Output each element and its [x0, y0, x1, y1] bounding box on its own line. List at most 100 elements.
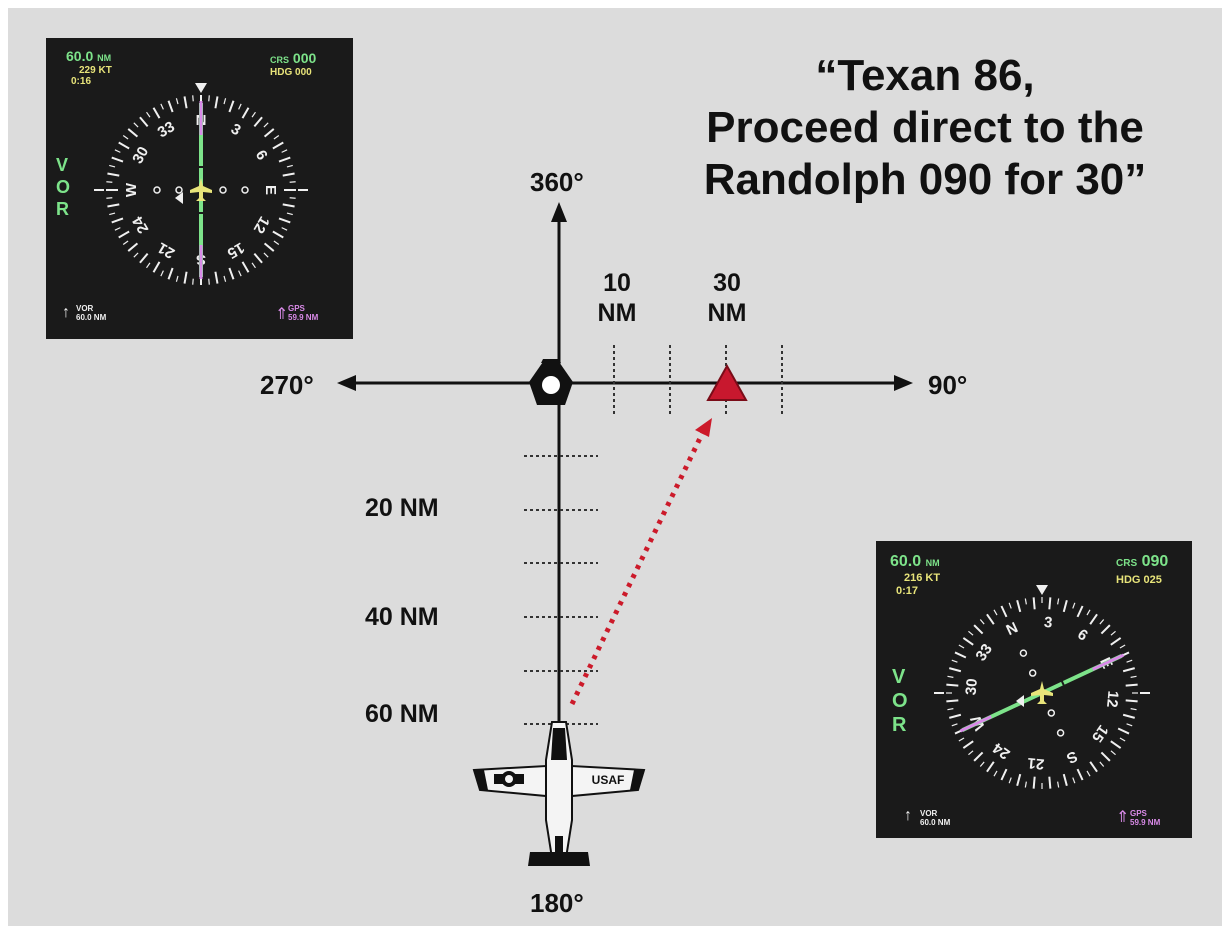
compass-tick	[962, 740, 974, 749]
compass-tick	[993, 609, 998, 616]
compass-tick	[1122, 667, 1135, 673]
south-range-label: 60 NM	[365, 700, 439, 728]
compass-label: 33	[972, 641, 995, 664]
speed-value: 229	[79, 65, 96, 76]
compass-tick	[183, 96, 188, 109]
compass-tick	[1057, 598, 1060, 605]
compass-tick	[1016, 773, 1022, 786]
compass-tick	[1125, 683, 1138, 687]
compass-tick	[139, 116, 149, 128]
compass-tick	[133, 252, 139, 258]
bearing2-pointer-icon: ⇑	[275, 306, 289, 323]
compass-tick	[238, 103, 242, 110]
compass-tick	[122, 135, 129, 140]
compass-tick	[1048, 597, 1052, 610]
compass-label: 15	[1088, 722, 1111, 745]
speed-unit: KT	[98, 65, 112, 76]
compass-tick	[278, 217, 291, 224]
nav-source-letter: R	[56, 199, 69, 219]
compass-tick	[993, 770, 998, 777]
compass-tick	[962, 637, 974, 646]
nav-source-letter: V	[56, 155, 69, 175]
bearing2-distance: 59.9 NM	[1130, 818, 1161, 827]
compass-label: 30	[963, 678, 981, 696]
compass-tick	[139, 252, 149, 264]
range-value: 10	[603, 269, 631, 297]
to-from-indicator-icon	[175, 192, 183, 204]
compass-tick	[949, 713, 962, 719]
compass-tick	[1110, 637, 1122, 646]
compass-tick	[107, 172, 120, 177]
hdg-label: HDG	[1116, 574, 1141, 586]
compass-tick	[968, 630, 974, 636]
bearing1-source: VOR	[920, 809, 938, 818]
compass-tick	[949, 667, 962, 673]
distance-unit: NM	[925, 558, 940, 568]
compass-tick	[973, 624, 984, 635]
compass-tick	[1119, 644, 1126, 649]
compass-tick	[1119, 737, 1126, 742]
compass-tick	[152, 261, 161, 273]
nav-source-letter: O	[56, 177, 71, 197]
aircraft-icon	[472, 721, 646, 866]
hsi-time-readout: 0:16	[71, 76, 92, 87]
compass-tick	[951, 659, 958, 663]
compass-tick	[282, 172, 295, 177]
to-from-indicator-icon	[1016, 695, 1024, 707]
bearing1-distance: 60.0 NM	[920, 818, 951, 827]
compass-label: 21	[155, 239, 178, 262]
compass-tick	[968, 750, 974, 756]
compass-tick	[1122, 713, 1135, 719]
hsi-time-readout: 0:17	[896, 585, 919, 597]
compass-tick	[114, 149, 121, 153]
compass-tick	[106, 181, 113, 183]
deviation-dot	[1019, 649, 1028, 657]
hsi-compass-card: N36E1215S2124W3033	[934, 585, 1150, 789]
compass-tick	[263, 252, 269, 258]
hsi-display-bottom-right: N36E1215S2124W3033 60.0 NM 216 KT 0:17 C…	[876, 541, 1192, 838]
hdg-label: HDG	[270, 67, 293, 78]
compass-tick	[223, 275, 227, 282]
hsi-course-readout: CRS 000	[270, 50, 316, 66]
deviation-dot	[1056, 729, 1065, 737]
range-value: 30	[713, 269, 741, 297]
compass-tick	[263, 242, 275, 252]
hdg-value: 025	[1143, 574, 1162, 586]
compass-tick	[152, 107, 161, 119]
compass-tick	[1089, 761, 1098, 773]
compass-tick	[289, 181, 296, 183]
target-fix-icon	[706, 363, 748, 401]
compass-tick	[1008, 777, 1012, 784]
compass-tick	[251, 262, 256, 269]
hsi-compass-card: N36E1215S2124W3033	[94, 83, 308, 285]
compass-tick	[238, 270, 242, 277]
compass-tick	[1126, 659, 1133, 663]
compass-tick	[278, 156, 291, 163]
heading-index-icon	[1036, 585, 1048, 595]
compass-tick	[958, 737, 965, 742]
compass-tick	[228, 100, 235, 113]
bearing1-source: VOR	[76, 304, 94, 313]
compass-tick	[1117, 727, 1130, 735]
south-label: 180°	[530, 888, 584, 918]
compass-tick	[111, 217, 124, 224]
compass-tick	[282, 203, 295, 208]
compass-tick	[228, 267, 235, 280]
hsi-speed-readout: 216 KT	[904, 572, 940, 584]
compass-tick	[214, 271, 219, 284]
east-label: 90°	[928, 370, 968, 400]
compass-tick	[107, 203, 120, 208]
compass-tick	[175, 98, 179, 105]
compass-tick	[1057, 781, 1060, 788]
bearing1-readout: VOR 60.0 NM	[920, 809, 950, 827]
compass-label: 6	[1074, 626, 1091, 645]
compass-tick	[946, 683, 959, 687]
compass-label: 15	[224, 239, 247, 262]
compass-tick	[979, 619, 985, 625]
south-range-label: 40 NM	[365, 603, 439, 631]
crs-value: 090	[1141, 553, 1169, 570]
east-arrowhead	[894, 375, 913, 391]
nav-source-letter: V	[892, 666, 906, 688]
compass-tick	[111, 156, 124, 163]
compass-tick	[986, 613, 995, 625]
